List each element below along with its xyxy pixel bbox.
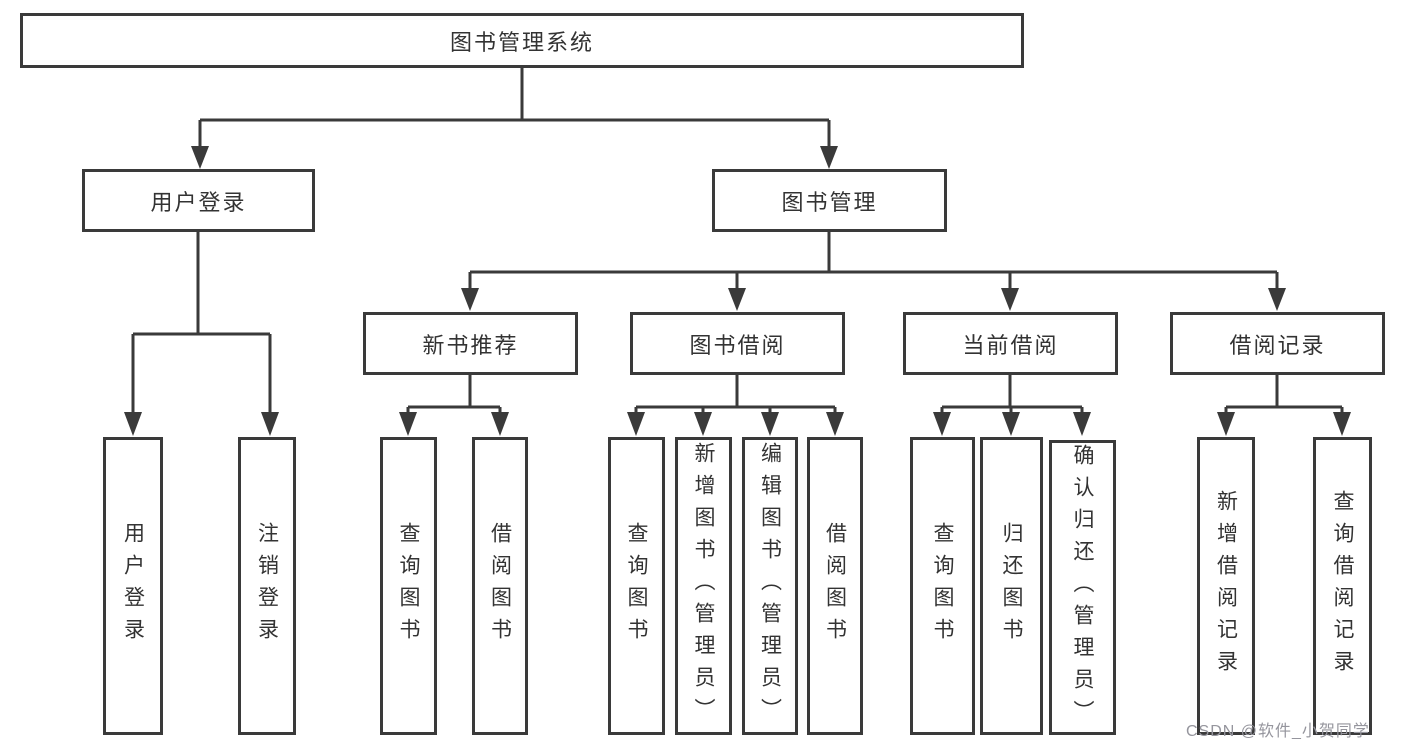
leaf-borrow-add-admin-label: 新增图书（管理员） — [692, 442, 715, 730]
leaf-user-login-label: 用户登录 — [121, 522, 145, 650]
node-current-borrow-label: 当前借阅 — [962, 332, 1059, 358]
leaf-current-return-label: 归还图书 — [1000, 522, 1023, 650]
node-user-login-label: 用户登录 — [150, 189, 247, 215]
node-book-management: 图书管理 — [712, 169, 947, 232]
node-new-book-recommend-label: 新书推荐 — [422, 332, 519, 358]
leaf-records-add-label: 新增借阅记录 — [1214, 490, 1238, 682]
leaf-newbook-borrow-label: 借阅图书 — [488, 522, 512, 650]
leaf-records-query-label: 查询借阅记录 — [1331, 490, 1354, 682]
leaf-borrow-edit-admin: 编辑图书（管理员） — [742, 437, 798, 735]
leaf-user-login: 用户登录 — [103, 437, 163, 735]
node-user-login: 用户登录 — [82, 169, 315, 232]
leaf-current-confirm-admin: 确认归还（管理员） — [1049, 440, 1116, 735]
node-borrow-records-label: 借阅记录 — [1229, 332, 1326, 358]
node-book-management-label: 图书管理 — [781, 189, 878, 215]
node-root: 图书管理系统 — [20, 13, 1024, 68]
leaf-borrow-borrow-label: 借阅图书 — [823, 522, 847, 650]
leaf-logout-label: 注销登录 — [255, 522, 279, 650]
leaf-current-query-label: 查询图书 — [931, 522, 954, 650]
leaf-records-query: 查询借阅记录 — [1313, 437, 1372, 735]
leaf-borrow-add-admin: 新增图书（管理员） — [675, 437, 732, 735]
node-root-label: 图书管理系统 — [449, 29, 594, 55]
leaf-borrow-borrow: 借阅图书 — [807, 437, 863, 735]
leaf-current-query: 查询图书 — [910, 437, 975, 735]
leaf-borrow-query-label: 查询图书 — [625, 522, 648, 650]
leaf-records-add: 新增借阅记录 — [1197, 437, 1255, 735]
leaf-newbook-query: 查询图书 — [380, 437, 437, 735]
leaf-logout: 注销登录 — [238, 437, 296, 735]
node-current-borrow: 当前借阅 — [903, 312, 1118, 375]
leaf-borrow-query: 查询图书 — [608, 437, 665, 735]
node-new-book-recommend: 新书推荐 — [363, 312, 578, 375]
node-borrow-records: 借阅记录 — [1170, 312, 1385, 375]
leaf-newbook-borrow: 借阅图书 — [472, 437, 528, 735]
leaf-borrow-edit-admin-label: 编辑图书（管理员） — [758, 442, 782, 730]
leaf-current-return: 归还图书 — [980, 437, 1043, 735]
leaf-newbook-query-label: 查询图书 — [397, 522, 420, 650]
leaf-current-confirm-admin-label: 确认归还（管理员） — [1071, 443, 1094, 732]
csdn-watermark: CSDN @软件_小贺同学 — [1186, 723, 1370, 740]
node-book-borrow-label: 图书借阅 — [689, 332, 786, 358]
node-book-borrow: 图书借阅 — [630, 312, 845, 375]
